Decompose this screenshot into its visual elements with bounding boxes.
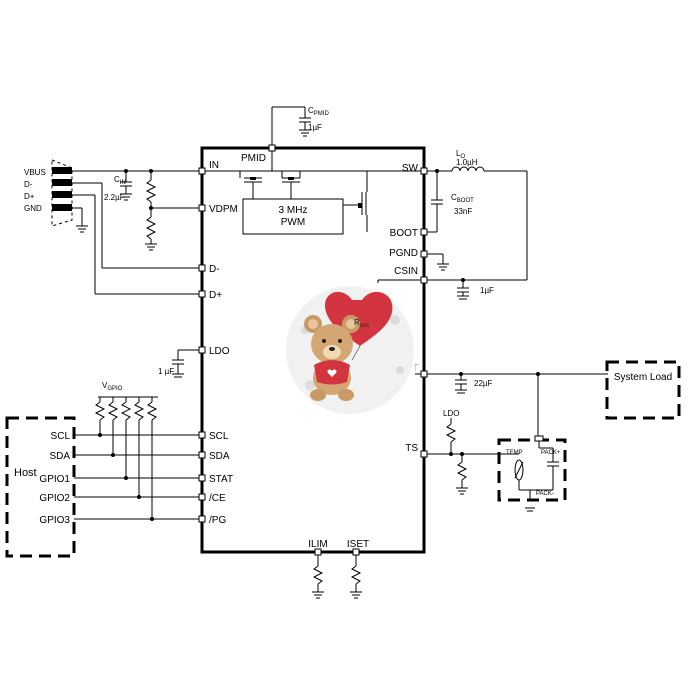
pin-pgnd: PGND [389,248,418,259]
vdpm-divider [145,169,199,251]
host-title: Host [14,467,37,479]
pin-pmid-pad [268,144,276,152]
host-box [5,416,76,558]
host-bus [74,434,199,520]
csin-cap-value: 1µF [480,286,494,295]
pin-ldo: LDO [209,346,230,357]
ldo-cap-value: 1 µF [158,367,174,376]
cpmid-value: 1µF [308,123,322,132]
battery-pack-box [497,438,567,502]
pin-pmid: PMID [241,153,266,164]
pin-in: IN [209,160,219,171]
usb-gnd: GND [24,204,42,213]
pins-left [198,167,206,523]
pin-dplus: D+ [209,290,222,301]
vgpio-label: VGPIO [102,381,123,392]
csin-capacitor [457,278,469,300]
pwm-label: PWM [281,217,305,228]
cboot-name: CBOOT [451,193,474,204]
lo-value: 1.0µH [456,158,478,167]
bat-output [427,372,608,437]
pin-ilim: ILIM [308,539,327,550]
cboot-capacitor [427,169,443,233]
pack-plus: PACK+ [541,450,561,456]
host-gpio1: GPIO1 [39,474,70,485]
system-load-box [605,360,681,420]
pwm-block [242,198,344,235]
cin-capacitor [120,169,132,201]
host-gpio3: GPIO3 [39,515,70,526]
pin-iset: ISET [347,539,369,550]
inductor-lo [427,166,528,281]
cin-value: 2.2µF [104,193,125,202]
pack-minus: PACK- [536,491,554,497]
system-load-label: System Load [614,372,672,383]
pin-sda: SDA [209,451,230,462]
pin-stat: STAT [209,474,233,485]
lo-name: LO [456,149,465,160]
pgnd-ground [427,253,449,271]
usb-connector [51,159,73,227]
pin-csin: CSIN [394,266,418,277]
cpmid-capacitor [271,106,311,145]
ldo-capacitor [172,349,199,378]
usb-dplus: D+ [24,192,35,201]
cboot-value: 33nF [454,207,472,216]
usb-dminus: D- [24,180,33,189]
host-sda: SDA [49,451,70,462]
pin-sw: SW [402,163,419,174]
pin-ts: TS [405,443,418,454]
ts-network [427,418,515,495]
pin-ce: /CE [209,493,226,504]
host-scl: SCL [51,431,71,442]
pin-dminus: D- [209,264,220,275]
pwm-freq: 3 MHz [279,205,308,216]
cin-name: CIN [114,175,126,186]
ts-ldo-label: LDO [443,409,459,418]
pin-pg: /PG [209,515,226,526]
pin-boot: BOOT [390,228,418,239]
usb-vbus: VBUS [24,168,46,177]
pin-scl: SCL [209,431,229,442]
ilim-iset-resistors [312,555,362,599]
battery-pack-internals [514,435,559,512]
usb-wires [72,170,199,295]
teddy-bear-sticker [285,283,415,414]
rsns-label: Rsns [354,318,369,329]
vgpio-pullups [94,396,158,521]
bat-cap-value: 22µF [474,379,493,388]
host-gpio2: GPIO2 [39,493,70,504]
pack-temp: TEMP [506,450,523,456]
pin-vdpm: VDPM [209,204,238,215]
cpmid-name: CPMID [308,106,329,117]
